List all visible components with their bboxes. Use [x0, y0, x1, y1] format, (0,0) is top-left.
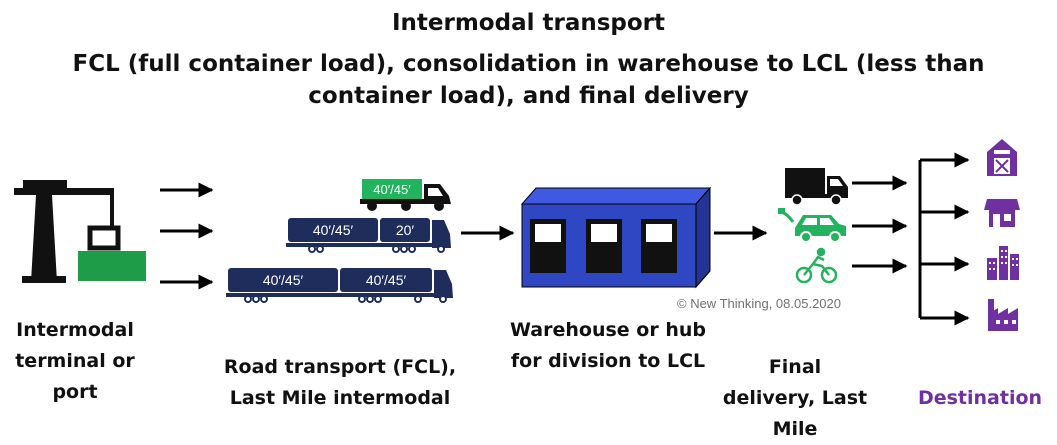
diagram-title: Intermodal transport [391, 10, 666, 36]
bicycle-icon [795, 247, 838, 284]
gantry-crane-icon [14, 180, 146, 283]
stage-label-road: Road transport (FCL), Last Mile intermod… [223, 356, 457, 409]
container-label: 40′/45′ [373, 182, 411, 197]
stage-label-warehouse: Warehouse or hub for division to LCL [510, 319, 706, 372]
container-label: 40′/45′ [366, 272, 407, 288]
copyright-notice: © New Thinking, 08.05.2020 [677, 296, 841, 311]
intermodal-diagram: 40′/45′ 40′/45′ 20′ 40′/45′ 40′/45′ [14, 139, 1020, 331]
factory-icon [988, 299, 1018, 331]
diagram-subtitle: FCL (full container load), consolidation… [72, 51, 985, 109]
delivery-truck-icon [785, 168, 848, 206]
small-container-truck-icon: 40′/45′ [360, 179, 451, 211]
electric-car-icon [778, 208, 846, 243]
medium-container-truck-icon: 40′/45′ 20′ [286, 218, 451, 253]
container-label: 20′ [396, 222, 415, 238]
barn-icon [987, 139, 1017, 176]
store-icon [984, 199, 1020, 227]
stage-label-final-delivery: Final delivery, Last Mile [722, 356, 868, 440]
stage-label-terminal: Intermodal terminal or port [15, 319, 135, 403]
large-container-truck-icon: 40′/45′ 40′/45′ [226, 268, 453, 303]
stage-label-destination: Destination [917, 387, 1043, 409]
container-label: 40′/45′ [313, 222, 354, 238]
warehouse-icon [520, 186, 712, 289]
city-buildings-icon [987, 246, 1019, 280]
container-label: 40′/45′ [263, 272, 304, 288]
